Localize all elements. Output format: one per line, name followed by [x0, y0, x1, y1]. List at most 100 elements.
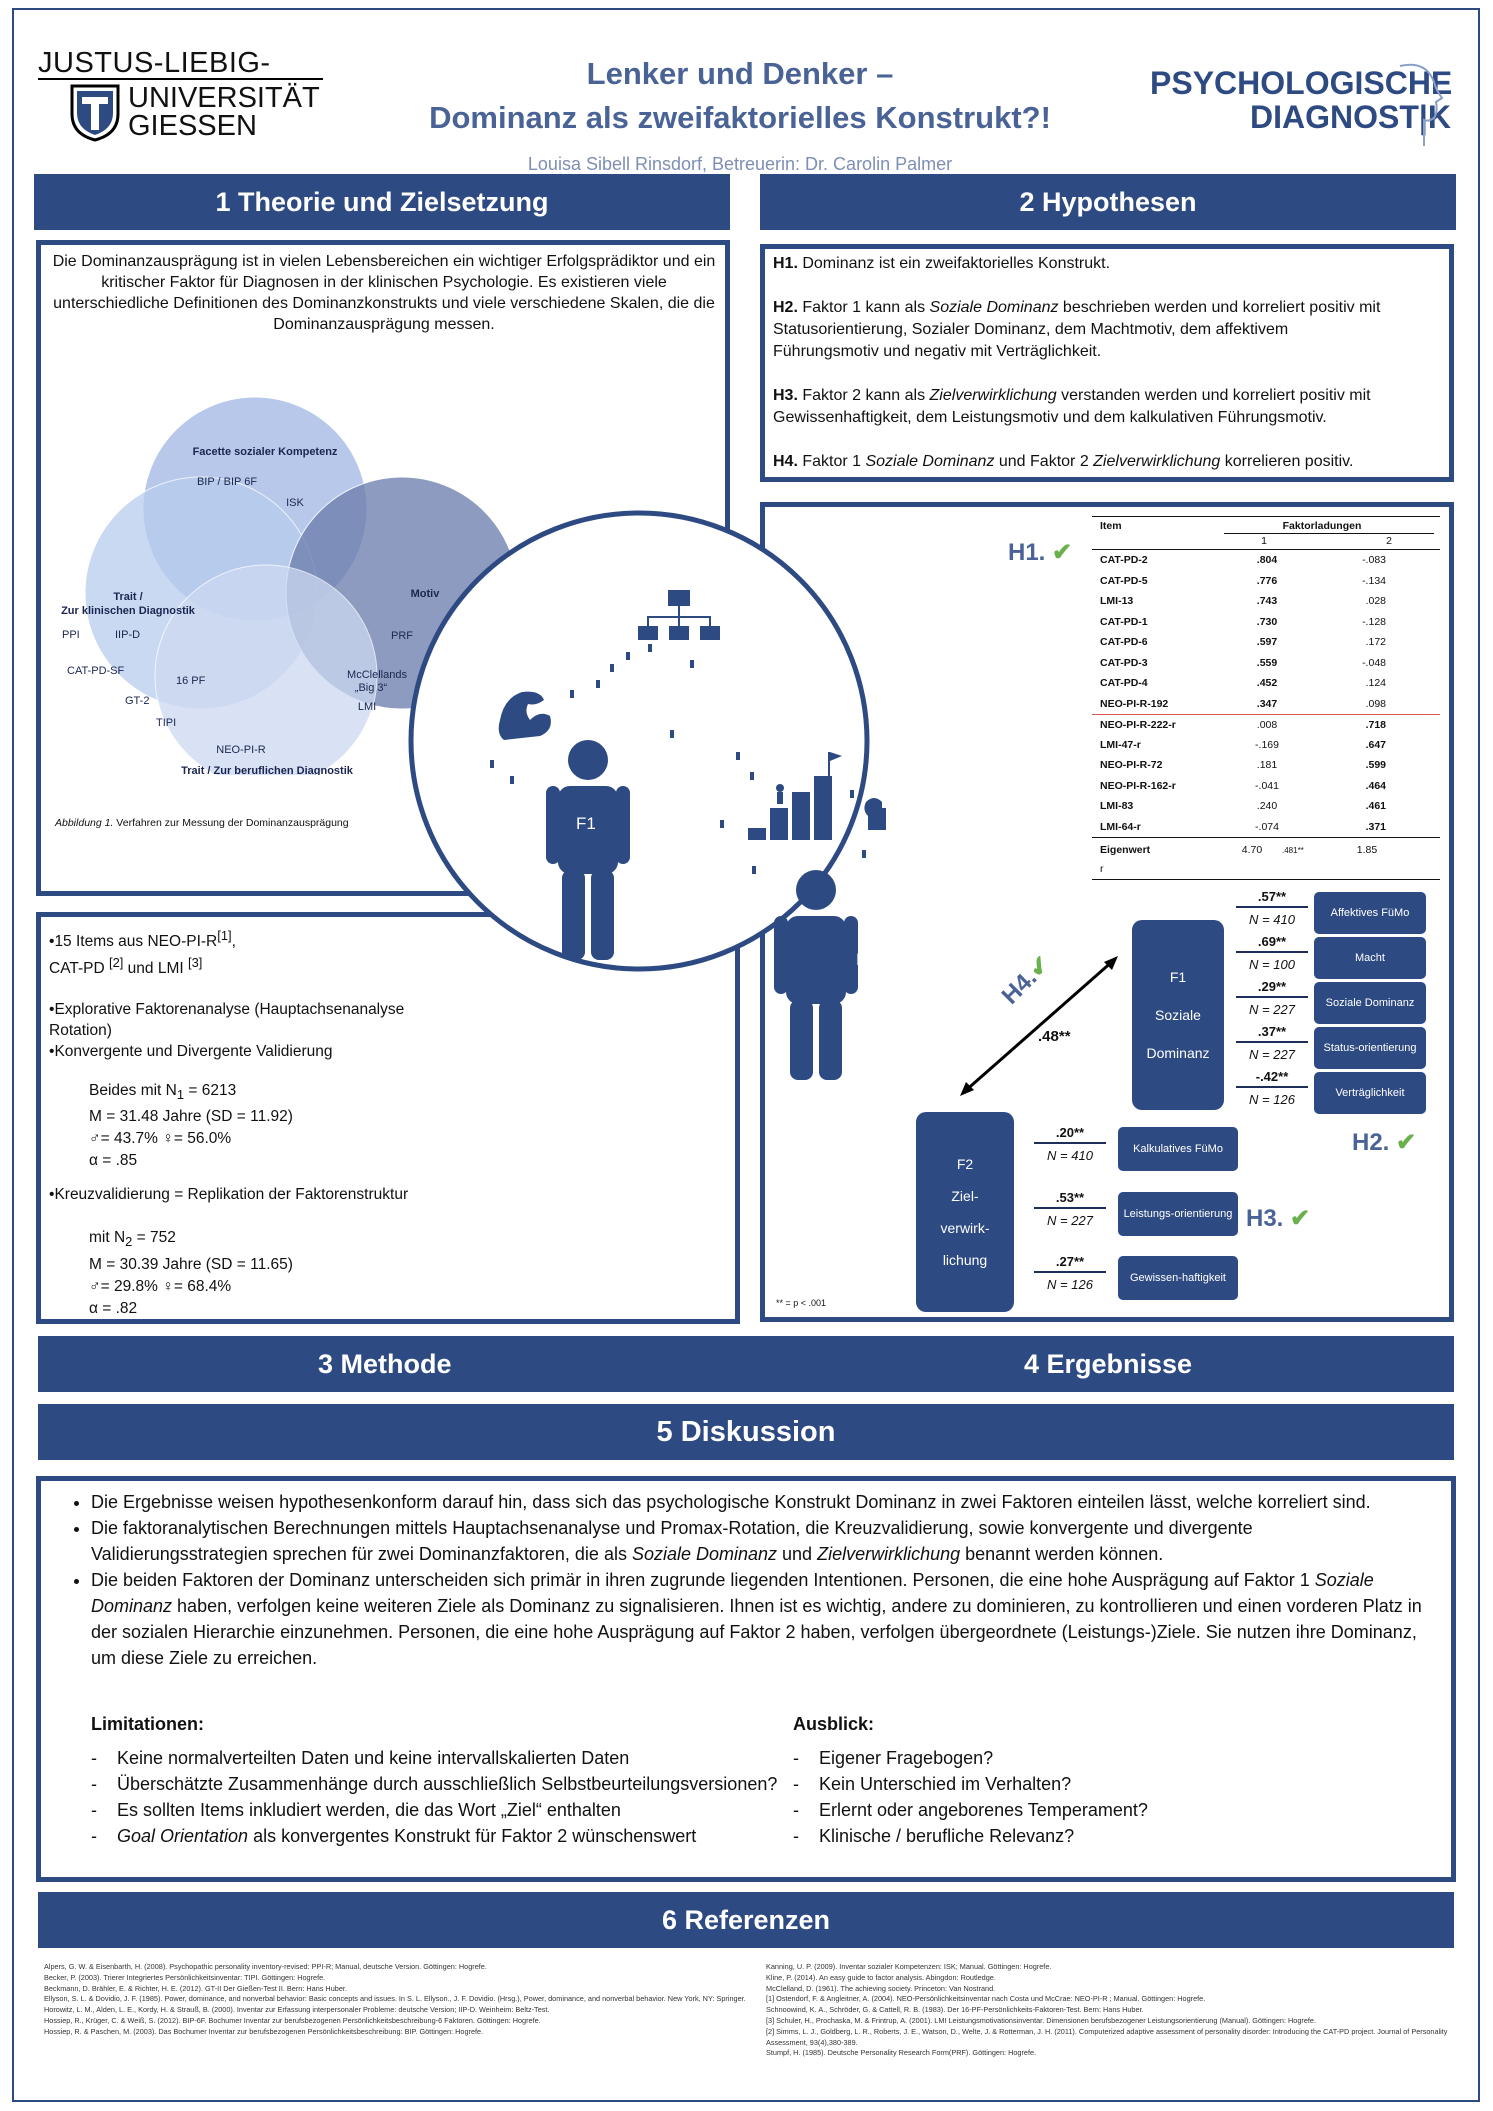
limitation-item: Keine normalverteilten Daten und keine i… — [91, 1745, 791, 1771]
limitations: Limitationen: Keine normalverteilten Dat… — [91, 1711, 791, 1849]
table-cell: .647 — [1365, 738, 1386, 751]
limitation-item: Goal Orientation als konvergentes Konstr… — [91, 1823, 791, 1849]
table-row: LMI-64-r-.074.371 — [1092, 817, 1440, 838]
references-left: Alpers, G. W. & Eisenbarth, H. (2008). P… — [44, 1962, 756, 2038]
table-cell: .240 — [1256, 800, 1278, 813]
outlook-item: Klinische / berufliche Relevanz? — [793, 1823, 1293, 1849]
table-cell: .124 — [1365, 677, 1386, 690]
section-bar-hypotheses: 2 Hypothesen — [760, 174, 1456, 230]
reference-item: [1] Ostendorf, F. & Angleitner, A. (2004… — [766, 1994, 1206, 2004]
table-cell: -.048 — [1362, 656, 1386, 669]
limitation-item: Es sollten Items inkludiert werden, die … — [91, 1797, 791, 1823]
reference-item: Beckmann, D. Brähler, E. & Richter, H. E… — [44, 1983, 347, 1993]
hypothesis-1: H1. Dominanz ist ein zweifaktorielles Ko… — [773, 255, 1111, 272]
table-cell: .718 — [1365, 718, 1386, 731]
table-row: CAT-PD-3.559-.048 — [1092, 653, 1440, 674]
table-cell: .347 — [1256, 697, 1278, 710]
method-bullet-validation: •Konvergente und Divergente Validierung — [49, 1043, 333, 1061]
brand-line1: PSYCHOLOGISCHE — [1150, 65, 1453, 101]
method-bullet-crossval: •Kreuzvalidierung = Replikation der Fakt… — [49, 1186, 409, 1204]
f2-correlation: .53**N = 227 — [1030, 1190, 1110, 1228]
title-line1: Lenker und Denker – — [586, 56, 894, 91]
f1-correlate-box: Verträglichkeit — [1314, 1072, 1426, 1114]
f1-correlate-box: Soziale Dominanz — [1314, 982, 1426, 1024]
university-emblem-icon — [70, 84, 120, 142]
venn-catpdsf: CAT-PD-SF — [67, 665, 125, 677]
table-row: NEO-PI-R-72.181.599 — [1092, 755, 1440, 776]
venn-bip: BIP / BIP 6F — [197, 476, 257, 488]
outlook-item: Kein Unterschied im Verhalten? — [793, 1771, 1293, 1797]
table-cell: .804 — [1256, 554, 1278, 567]
f2-correlation: .20**N = 410 — [1030, 1125, 1110, 1163]
venn-gt2: GT-2 — [125, 695, 149, 707]
table-cell: .597 — [1256, 636, 1278, 649]
factor-correlation-arrow — [960, 956, 1118, 1096]
check-icon: ✔ — [1052, 539, 1073, 566]
discussion-point-2: Die faktoranalytischen Berechnungen mitt… — [91, 1515, 1431, 1567]
f1-correlate-box: Macht — [1314, 937, 1426, 979]
table-cell: CAT-PD-2 — [1100, 554, 1148, 567]
person-f2-label: F2 — [856, 950, 876, 969]
table-cell: LMI-83 — [1100, 800, 1134, 813]
method-panel: •15 Items aus NEO-PI-R[1],CAT-PD [2] und… — [36, 912, 740, 1324]
significance-note: ** = p < .001 — [776, 1298, 827, 1308]
h3-label: H3. ✔ — [1246, 1205, 1311, 1232]
f2-correlate-box: Kalkulatives FüMo — [1118, 1127, 1238, 1171]
head-profile-icon — [1399, 63, 1444, 146]
table-cell: .028 — [1365, 595, 1386, 608]
brand-line2: DIAGNOST|K — [1250, 99, 1451, 135]
table-cell: -.083 — [1362, 554, 1386, 567]
venn-lmi: LMI — [358, 701, 376, 713]
table-cell: -.041 — [1255, 779, 1279, 792]
table-cell: LMI-64-r — [1100, 820, 1141, 833]
table-row: LMI-83.240.461 — [1092, 796, 1440, 817]
hypotheses-panel: H1. Dominanz ist ein zweifaktorielles Ko… — [760, 244, 1454, 482]
person-f1-label: F1 — [576, 814, 596, 833]
f2-correlate-box: Leistungs-orientierung — [1118, 1192, 1238, 1236]
table-cell: .730 — [1256, 615, 1278, 628]
venn-label-right: Motiv — [411, 588, 441, 600]
table-cell: -.128 — [1362, 615, 1386, 628]
outlook-item: Eigener Fragebogen? — [793, 1745, 1293, 1771]
table-cell: .172 — [1365, 636, 1386, 649]
table-row: NEO-PI-R-162-r-.041.464 — [1092, 776, 1440, 797]
table-cell: .559 — [1256, 656, 1278, 669]
table-cell: NEO-PI-R-222-r — [1100, 718, 1176, 731]
table-row: CAT-PD-1.730-.128 — [1092, 612, 1440, 633]
table-cell: -.134 — [1362, 574, 1386, 587]
person-f2-icon — [774, 870, 858, 1080]
reference-item: Kanning, U. P. (2009). Inventar sozialer… — [766, 1962, 1052, 1971]
h1-label: H1. ✔ — [1008, 539, 1073, 566]
venn-mcc1: McClellands — [347, 669, 407, 681]
factor-correlation-value: .48** — [1038, 1028, 1071, 1045]
table-cell: CAT-PD-4 — [1100, 677, 1148, 690]
poster-frame — [12, 8, 1480, 2102]
factor-circle — [408, 510, 870, 972]
venn-label-left1: Trait / — [113, 591, 142, 603]
table-cell: -.169 — [1255, 738, 1279, 751]
table-row: CAT-PD-2 .804 -.083 — [1092, 550, 1440, 571]
f1-correlation: .29**N = 227 — [1232, 979, 1312, 1017]
university-line1: JUSTUS-LIEBIG- — [38, 48, 323, 80]
method-bullet-efa: •Explorative Faktorenanalyse (Hauptachse… — [49, 1001, 405, 1040]
table-row: NEO-PI-R-192.347.098 — [1092, 694, 1440, 715]
table-cell: .008 — [1256, 718, 1278, 731]
table-cell: NEO-PI-R-162-r — [1100, 779, 1176, 792]
discussion-panel: Die Ergebnisse weisen hypothesenkonform … — [36, 1476, 1456, 1882]
discussion-point-3: Die beiden Faktoren der Dominanz untersc… — [91, 1567, 1431, 1671]
table-cell: .371 — [1365, 820, 1386, 833]
university-logo: JUSTUS-LIEBIG- UNIVERSITÄT GIESSEN — [38, 48, 328, 158]
reference-item: Hossiep, R. & Paschen, M. (2003). Das Bo… — [44, 2026, 484, 2036]
table-cell: .098 — [1365, 697, 1386, 710]
venn-neo: NEO-PI-R — [216, 744, 266, 756]
venn-circle-bottom — [154, 564, 378, 775]
reference-item: Ellyson, S. L. & Dovidio, J. F. (1985). … — [44, 1994, 746, 2004]
method-sample1: Beides mit N1 = 6213 M = 31.48 Jahre (SD… — [89, 1082, 293, 1170]
f1-correlation: .57**N = 410 — [1232, 889, 1312, 927]
section-bar-discussion: 5 Diskussion — [38, 1404, 1454, 1460]
org-chart-icon — [638, 590, 720, 640]
